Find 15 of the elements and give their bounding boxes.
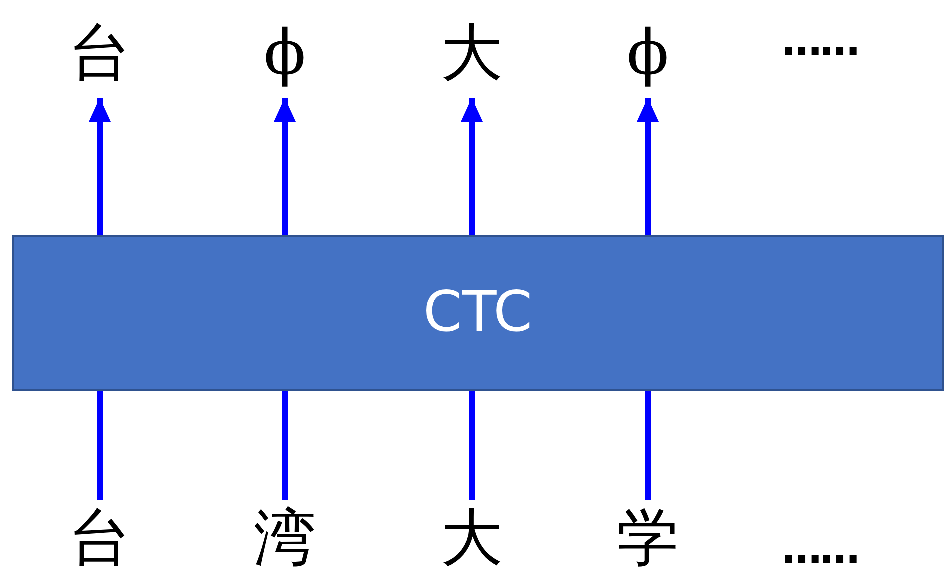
character: 大 (437, 500, 507, 576)
process-box: CTC (12, 235, 944, 391)
character: 学 (613, 500, 683, 576)
symbol: ϕ (250, 8, 320, 98)
arrow (89, 98, 111, 235)
arrow (461, 98, 483, 235)
symbol: ϕ (613, 8, 683, 98)
arrow (637, 98, 659, 235)
character: 台 (65, 8, 135, 98)
arrow (274, 98, 296, 235)
ellipsis: …… (782, 530, 858, 570)
ellipsis: …… (782, 22, 858, 62)
character: 台 (65, 500, 135, 576)
character: 大 (437, 8, 507, 98)
character: 湾 (250, 500, 320, 576)
